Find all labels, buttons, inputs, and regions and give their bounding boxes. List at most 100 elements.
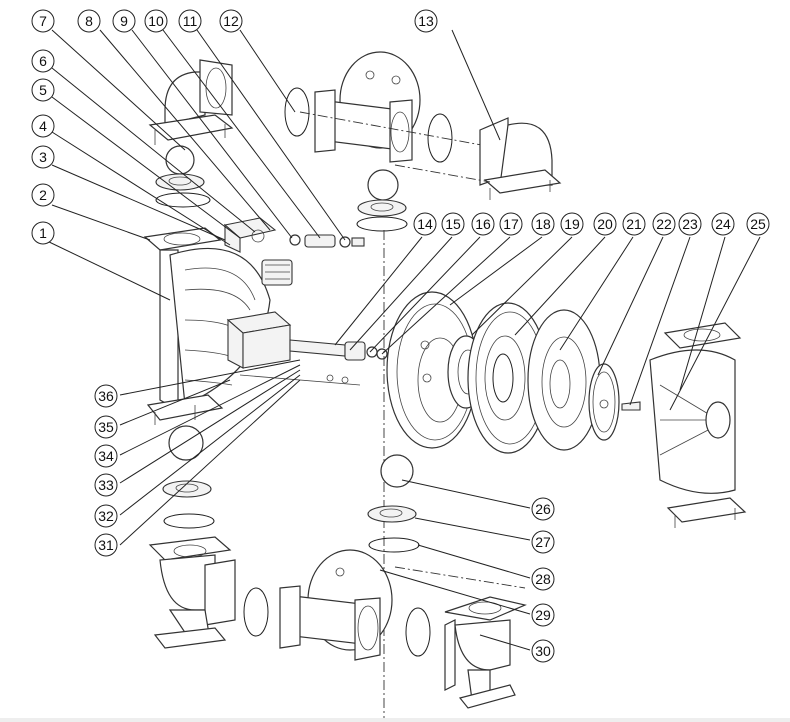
callout-label: 27 — [535, 534, 551, 550]
seat-upper-center — [357, 199, 407, 217]
callout-label: 26 — [535, 501, 551, 517]
callout-24[interactable]: 24 — [711, 212, 735, 236]
bottom-edge-bar — [0, 718, 790, 722]
callout-15[interactable]: 15 — [441, 212, 465, 236]
callout-label: 11 — [183, 13, 198, 29]
bottom-manifold — [243, 549, 431, 661]
oring-upper-center — [356, 216, 408, 232]
callout-label: 4 — [39, 118, 47, 134]
callout-12[interactable]: 12 — [219, 9, 243, 33]
callout-5[interactable]: 5 — [31, 78, 55, 102]
callout-25[interactable]: 25 — [746, 212, 770, 236]
callout-22[interactable]: 22 — [652, 212, 676, 236]
right-lower-elbow — [444, 596, 527, 709]
ball-upper-center — [367, 169, 399, 201]
ball-upper-left — [165, 145, 195, 175]
center-air-block — [223, 217, 293, 369]
callout-label: 24 — [715, 216, 731, 232]
callout-6[interactable]: 6 — [31, 49, 55, 73]
callout-label: 31 — [98, 537, 114, 553]
right-body — [649, 322, 747, 528]
callout-14[interactable]: 14 — [413, 212, 437, 236]
callout-label: 36 — [98, 388, 114, 404]
callout-label: 7 — [39, 13, 47, 29]
callout-label: 17 — [503, 216, 519, 232]
seat-lower-left — [162, 480, 212, 498]
overlay-diaphragm — [527, 309, 601, 451]
callout-label: 10 — [148, 13, 164, 29]
callout-label: 25 — [750, 216, 766, 232]
oring-lower-center — [368, 537, 420, 553]
callout-18[interactable]: 18 — [531, 212, 555, 236]
callout-label: 5 — [39, 82, 47, 98]
callout-19[interactable]: 19 — [560, 212, 584, 236]
callout-label: 22 — [656, 216, 672, 232]
callout-16[interactable]: 16 — [471, 212, 495, 236]
callout-label: 32 — [98, 508, 114, 524]
callout-23[interactable]: 23 — [678, 212, 702, 236]
callout-label: 19 — [564, 216, 580, 232]
diaphragm — [467, 302, 549, 454]
left-lower-elbow — [148, 536, 236, 649]
callout-13[interactable]: 13 — [414, 9, 438, 33]
callout-label: 9 — [120, 13, 128, 29]
callout-label: 20 — [597, 216, 613, 232]
leader-lines — [44, 29, 761, 651]
callout-10[interactable]: 10 — [144, 9, 168, 33]
callout-label: 15 — [445, 216, 461, 232]
callout-34[interactable]: 34 — [94, 444, 118, 468]
callout-label: 12 — [223, 13, 239, 29]
shaft — [239, 339, 388, 386]
callout-label: 2 — [39, 187, 47, 203]
callout-label: 21 — [626, 216, 642, 232]
callout-label: 34 — [98, 448, 114, 464]
outer-plate — [588, 363, 620, 441]
callout-label: 30 — [535, 643, 551, 659]
callout-label: 16 — [475, 216, 491, 232]
centerline-bottom — [394, 566, 526, 589]
right-top-elbow — [479, 117, 562, 200]
callout-29[interactable]: 29 — [531, 603, 555, 627]
callout-36[interactable]: 36 — [94, 384, 118, 408]
callout-label: 35 — [98, 419, 114, 435]
callout-4[interactable]: 4 — [31, 114, 55, 138]
oring-lower-left — [163, 513, 215, 529]
callout-label: 8 — [85, 13, 93, 29]
callout-26[interactable]: 26 — [531, 497, 555, 521]
callout-9[interactable]: 9 — [112, 9, 136, 33]
callout-28[interactable]: 28 — [531, 567, 555, 591]
callout-label: 33 — [98, 477, 114, 493]
callout-31[interactable]: 31 — [94, 533, 118, 557]
bolt — [621, 401, 641, 411]
callout-7[interactable]: 7 — [31, 9, 55, 33]
callout-label: 28 — [535, 571, 551, 587]
top-manifold — [284, 51, 521, 163]
callout-8[interactable]: 8 — [77, 9, 101, 33]
callout-21[interactable]: 21 — [622, 212, 646, 236]
seat-lower-center — [367, 505, 417, 523]
centerline-top — [394, 164, 491, 183]
callout-3[interactable]: 3 — [31, 145, 55, 169]
callout-label: 18 — [535, 216, 551, 232]
ball-lower-left — [168, 425, 204, 461]
pilot-parts — [289, 234, 365, 248]
callout-2[interactable]: 2 — [31, 183, 55, 207]
seat-upper-left — [155, 173, 205, 191]
callout-33[interactable]: 33 — [94, 473, 118, 497]
callout-27[interactable]: 27 — [531, 530, 555, 554]
callout-35[interactable]: 35 — [94, 415, 118, 439]
oring-upper-left — [155, 192, 211, 208]
callout-20[interactable]: 20 — [593, 212, 617, 236]
callout-1[interactable]: 1 — [31, 221, 55, 245]
callout-label: 29 — [535, 607, 551, 623]
callout-17[interactable]: 17 — [499, 212, 523, 236]
left-body — [143, 227, 271, 425]
callout-label: 23 — [682, 216, 698, 232]
callout-11[interactable]: 11 — [178, 9, 202, 33]
callout-label: 1 — [39, 225, 47, 241]
callout-30[interactable]: 30 — [531, 639, 555, 663]
callout-32[interactable]: 32 — [94, 504, 118, 528]
left-top-elbow — [148, 59, 234, 145]
